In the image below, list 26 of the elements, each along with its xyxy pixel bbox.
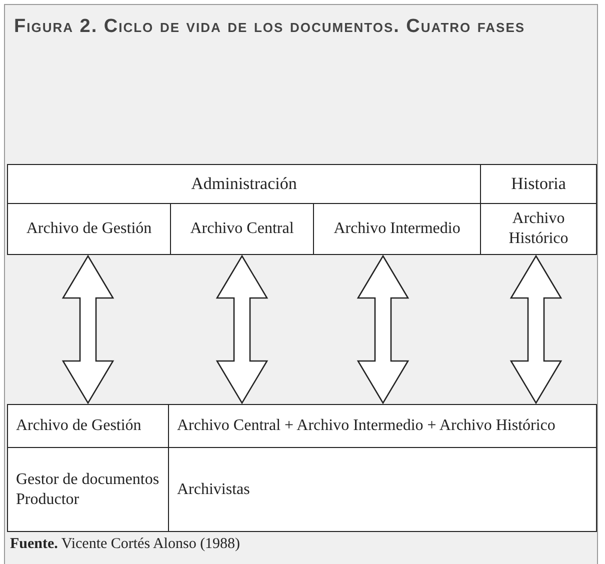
cell-text: Archivo Central: [190, 219, 294, 239]
source-note: Fuente. Vicente Cortés Alonso (1988): [10, 536, 240, 553]
table-cell: [313, 203, 481, 255]
table-cell: [480, 203, 597, 255]
figure-title: Figura 2. Ciclo de vida de los documentos. Cuatro fases: [14, 15, 526, 39]
table-cell: [7, 203, 171, 255]
table-cell: [168, 447, 597, 532]
table-cell: [168, 404, 597, 448]
table-cell: [170, 203, 314, 255]
table-cell: [7, 164, 481, 204]
table-cell: [7, 404, 169, 448]
table-cell: [480, 164, 597, 204]
double-arrow: [356, 254, 410, 404]
table-cell: [7, 447, 169, 532]
cell-text: Archivo de Gestión: [16, 416, 142, 436]
cell-text: Archivo de Gestión: [26, 219, 152, 239]
double-arrow: [62, 254, 114, 404]
cell-text: Archivistas: [177, 480, 250, 500]
cell-text: Archivo Intermedio: [334, 219, 460, 239]
double-arrow: [216, 254, 268, 404]
double-arrow: [510, 254, 562, 404]
cell-text: Archivo Histórico: [508, 209, 570, 249]
cell-text: Gestor de documentos Productor: [16, 470, 160, 510]
cell-text: Historia: [511, 174, 566, 194]
cell-text: Archivo Central + Archivo Intermedio + Archivo Histórico: [177, 416, 556, 436]
cell-text: Administración: [191, 174, 297, 194]
